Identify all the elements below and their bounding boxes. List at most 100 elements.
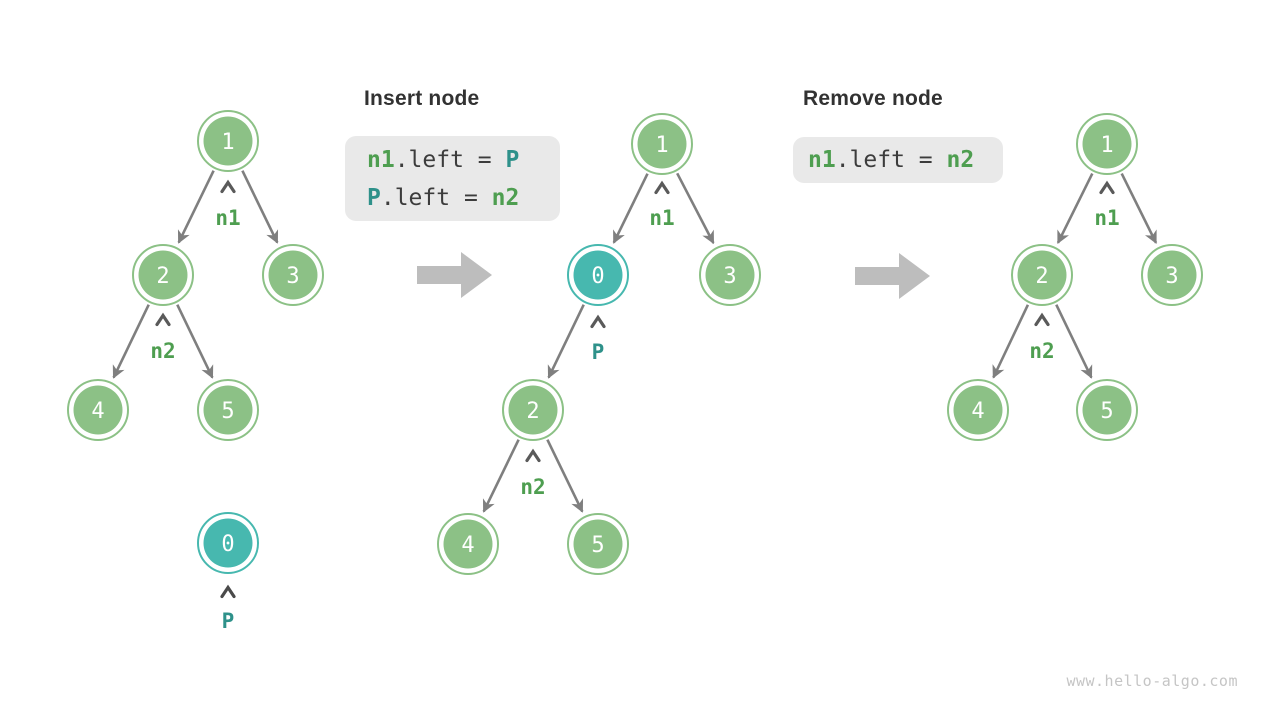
node-fill bbox=[1082, 385, 1132, 435]
code-token-teal: P bbox=[367, 184, 381, 211]
insert-node-title: Insert node bbox=[364, 87, 480, 110]
node-fill bbox=[138, 250, 188, 300]
node-fill bbox=[1017, 250, 1067, 300]
caret-up-icon bbox=[1034, 312, 1050, 327]
node-fill bbox=[573, 250, 623, 300]
remove-node-title: Remove node bbox=[803, 87, 943, 110]
pointer-label-n2: n2 bbox=[520, 475, 545, 499]
node-value: 3 bbox=[1165, 264, 1178, 289]
code-token-plain: .left = bbox=[835, 147, 947, 173]
node-fill bbox=[203, 518, 253, 568]
tree-node-5: 5 bbox=[1076, 379, 1138, 441]
code-token-green: n1 bbox=[808, 147, 836, 173]
tree-node-4: 4 bbox=[947, 379, 1009, 441]
tree-edge-arrow bbox=[177, 170, 215, 244]
tree-edge-arrow bbox=[241, 170, 279, 244]
code-token-green: n1 bbox=[367, 146, 395, 173]
caret-up-icon bbox=[590, 314, 606, 329]
tree-node-3: 3 bbox=[1141, 244, 1203, 306]
node-fill bbox=[637, 119, 687, 169]
code-token-plain: .left = bbox=[380, 184, 492, 211]
node-value: 2 bbox=[156, 264, 169, 289]
caret-up-icon bbox=[654, 180, 670, 195]
node-value: 4 bbox=[91, 399, 104, 424]
node-fill bbox=[1147, 250, 1197, 300]
pointer-label-P: P bbox=[592, 340, 605, 364]
code-line: n1.left = n2 bbox=[808, 141, 1003, 179]
tree-edge-arrow bbox=[992, 304, 1030, 379]
node-fill bbox=[73, 385, 123, 435]
node-value: 5 bbox=[221, 399, 234, 424]
caret-up-icon bbox=[525, 448, 541, 463]
node-value: 1 bbox=[655, 133, 668, 158]
node-value: 2 bbox=[526, 399, 539, 424]
node-fill bbox=[443, 519, 493, 569]
node-value: 4 bbox=[461, 533, 474, 558]
tree-edge-arrow bbox=[482, 439, 520, 513]
pointer-label-n1: n1 bbox=[649, 206, 674, 230]
pointer-label-P: P bbox=[222, 609, 235, 633]
node-value: 3 bbox=[723, 264, 736, 289]
tree-edge-arrow bbox=[176, 304, 214, 379]
tree-node-0: 0 bbox=[567, 244, 629, 306]
node-fill bbox=[1082, 119, 1132, 169]
node-fill bbox=[508, 385, 558, 435]
tree-node-5: 5 bbox=[197, 379, 259, 441]
tree-node-1: 1 bbox=[197, 110, 259, 172]
node-fill bbox=[705, 250, 755, 300]
caret-up-icon bbox=[220, 584, 236, 599]
tree-edge-arrow bbox=[676, 172, 715, 245]
tree-edge-arrow bbox=[1056, 173, 1094, 244]
node-value: 1 bbox=[1100, 133, 1113, 158]
code-token-plain: .left = bbox=[394, 146, 506, 173]
node-value: 0 bbox=[591, 264, 604, 289]
tree-node-1: 1 bbox=[631, 113, 693, 175]
node-value: 1 bbox=[221, 130, 234, 155]
tree-edge-arrow bbox=[546, 439, 584, 513]
transition-arrow-icon bbox=[855, 253, 930, 299]
code-token-green: n2 bbox=[946, 147, 975, 173]
tree-edge-arrow bbox=[612, 173, 649, 244]
code-line: P.left = n2 bbox=[367, 179, 560, 217]
tree-after-remove: 1 2 3 4 5 n1 n2 bbox=[947, 113, 1203, 441]
pointer-label-n1: n1 bbox=[1094, 206, 1119, 230]
transition-arrow-icon bbox=[417, 252, 492, 298]
node-fill bbox=[953, 385, 1003, 435]
tree-node-2: 2 bbox=[502, 379, 564, 441]
tree-node-2: 2 bbox=[132, 244, 194, 306]
node-fill bbox=[573, 519, 623, 569]
node-value: 0 bbox=[221, 532, 234, 557]
tree-edge-arrow bbox=[547, 304, 585, 379]
node-fill bbox=[203, 385, 253, 435]
node-fill bbox=[203, 116, 253, 166]
node-fill bbox=[268, 250, 318, 300]
tree-node-1: 1 bbox=[1076, 113, 1138, 175]
caret-up-icon bbox=[155, 312, 171, 327]
tree-node-0: 0 bbox=[197, 512, 259, 574]
tree-node-3: 3 bbox=[699, 244, 761, 306]
tree-edge-arrow bbox=[1120, 173, 1158, 244]
watermark-hello-algo: www.hello-algo.com bbox=[1066, 672, 1238, 690]
code-token-green: n2 bbox=[491, 184, 520, 211]
caret-up-icon bbox=[220, 179, 236, 194]
pointer-label-n2: n2 bbox=[150, 339, 175, 363]
remove-code-block: n1.left = n2 bbox=[793, 137, 1003, 183]
pointer-label-n2: n2 bbox=[1029, 339, 1054, 363]
tree-node-4: 4 bbox=[437, 513, 499, 575]
tree-node-3: 3 bbox=[262, 244, 324, 306]
tree-edge-arrow bbox=[112, 304, 150, 379]
tree-edge-arrow bbox=[1055, 304, 1093, 379]
node-value: 3 bbox=[286, 264, 299, 289]
node-value: 4 bbox=[971, 399, 984, 424]
code-line: n1.left = P bbox=[367, 141, 560, 179]
tree-node-4: 4 bbox=[67, 379, 129, 441]
tree-node-5: 5 bbox=[567, 513, 629, 575]
caret-up-icon bbox=[1099, 180, 1115, 195]
tree-node-2: 2 bbox=[1011, 244, 1073, 306]
node-value: 5 bbox=[1100, 399, 1113, 424]
node-value: 5 bbox=[591, 533, 604, 558]
